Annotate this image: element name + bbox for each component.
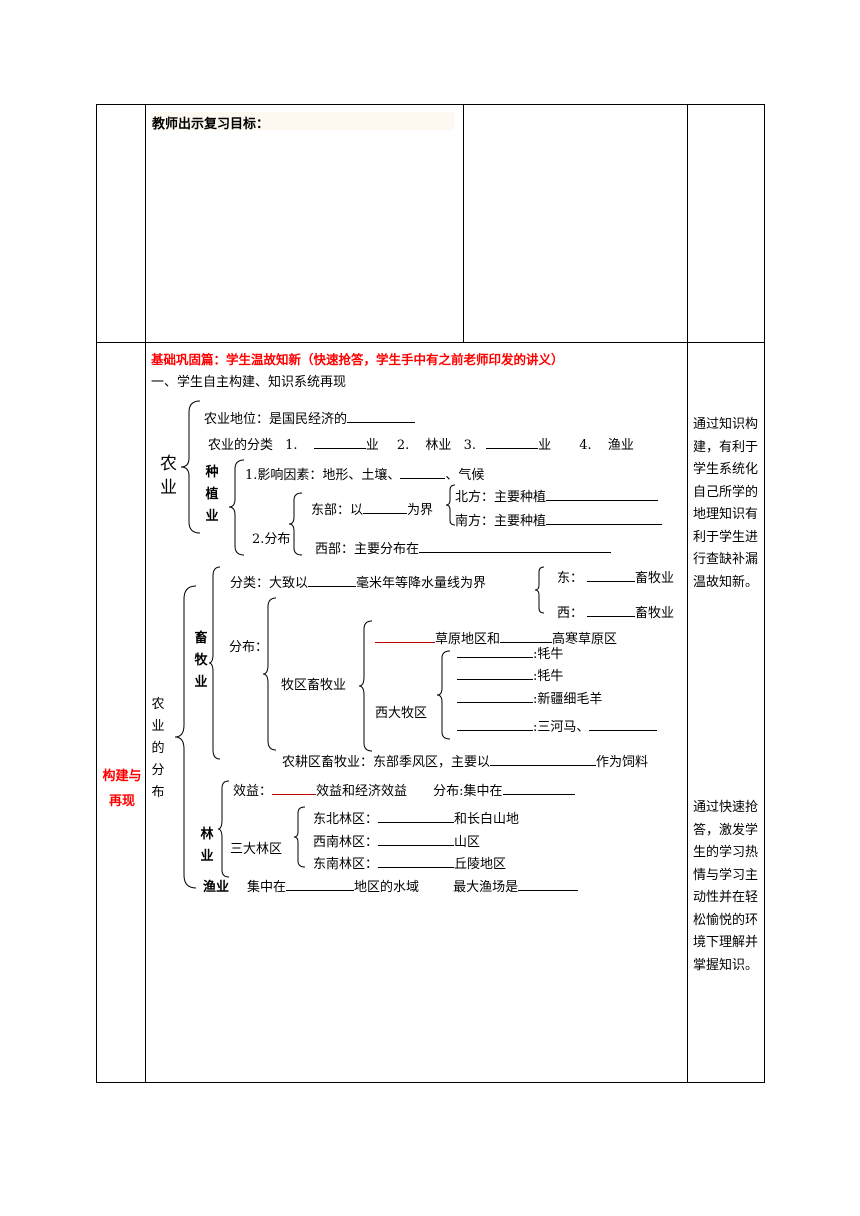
forest-se: 东南林区：丘陵地区 <box>313 855 507 872</box>
brace-plant <box>228 459 245 556</box>
table-border-right <box>764 104 765 1083</box>
agri-types: 农业的分类 1. 业 2. 林业 3. 业 4. 渔业 <box>208 436 634 453</box>
blank <box>587 569 636 582</box>
blank <box>457 667 533 680</box>
section-label: 构建与再现 <box>102 769 142 809</box>
brace-agri <box>180 400 201 534</box>
brace-forest <box>217 780 230 878</box>
blank <box>587 604 636 617</box>
blank <box>457 645 533 658</box>
plant-dist: 2.分布 <box>252 532 291 547</box>
blank <box>546 512 663 525</box>
husbandry-classify: 分类：大致以毫米年等降水量线为界 <box>230 574 487 591</box>
west4: 西大牧区 <box>375 706 428 721</box>
blank <box>502 782 575 795</box>
blank <box>378 855 455 868</box>
brace-ew <box>534 566 545 614</box>
brace-husbandry <box>208 566 221 760</box>
note-1: 通过知识构建，有利于学生系统化自己所学的地理知识有利于学生进行查缺补漏温故知新。 <box>693 417 759 590</box>
blank <box>378 810 455 823</box>
forest-benefit: 效益：效益和经济效益 分布:集中在 <box>233 780 575 799</box>
brace-west4 <box>436 650 451 740</box>
blank <box>308 574 357 587</box>
dist-west: 西部：主要分布在 <box>315 538 612 557</box>
table-col-divider-2 <box>463 104 464 342</box>
brace-pastoral <box>358 620 373 752</box>
blank <box>400 466 446 479</box>
blank <box>457 690 533 703</box>
region-horse: :三河马、 <box>457 716 658 735</box>
forest-label: 林业 <box>200 827 214 864</box>
fish-text: 集中在地区的水域 最大渔场是 <box>247 876 579 895</box>
brace-ns <box>445 484 456 526</box>
blank <box>486 436 539 449</box>
brace-dist <box>288 492 303 556</box>
blank <box>518 878 579 891</box>
forest-ne: 东北林区：和长白山地 <box>313 810 520 827</box>
table-border-left <box>96 104 97 1083</box>
blank <box>500 630 553 643</box>
brace-pasture <box>262 597 277 751</box>
plant-factors: 1.影响因素：地形、土壤、、气候 <box>245 466 485 483</box>
note-2: 通过快速抢答，激发学生的学习热情与学习主动性并在轻松愉悦的环境下理解并掌握知识。 <box>693 800 759 973</box>
fish-label: 渔业 <box>203 880 230 895</box>
blank <box>378 833 455 846</box>
dist-east: 东部：以为界 <box>311 501 434 518</box>
south-crop: 南方：主要种植 <box>455 510 663 529</box>
plant-label: 种植业 <box>205 465 219 524</box>
dist-root: 农业的分布 <box>151 697 165 800</box>
section-heading: 基础巩固篇：学生温故知新（快速抢答，学生手中有之前老师印发的讲义） <box>151 352 564 367</box>
table-border-top <box>96 104 765 105</box>
table-col-divider-3 <box>687 104 688 1083</box>
blank <box>286 878 355 891</box>
husbandry-distribution: 分布： <box>229 640 269 655</box>
husbandry-west: 西：畜牧业 <box>557 604 675 621</box>
brace-dist-root <box>174 585 197 889</box>
blank <box>272 782 317 795</box>
husbandry-east: 东：畜牧业 <box>557 569 675 586</box>
table-border-bottom <box>96 1082 765 1083</box>
highlight-bar <box>150 112 454 130</box>
region-yak2: :牦牛 <box>457 665 563 684</box>
region-yak1: :牦牛 <box>457 643 563 662</box>
section-subheading: 一、学生自主构建、知识系统再现 <box>151 375 347 390</box>
brace-three <box>293 806 306 868</box>
blank <box>490 753 597 766</box>
table-col-divider-1 <box>145 104 146 1083</box>
three-forests: 三大林区 <box>230 842 283 857</box>
farm-husbandry: 农耕区畜牧业：东部季风区，主要以作为饲料 <box>282 753 649 770</box>
forest-sw: 西南林区：山区 <box>313 833 481 850</box>
region-sheep: :新疆细毛羊 <box>457 688 602 707</box>
agri-root: 农业 <box>160 454 177 498</box>
blank <box>363 501 408 514</box>
blank <box>347 410 416 423</box>
agri-status: 农业地位：是国民经济的 <box>204 408 416 427</box>
blank <box>419 540 612 553</box>
north-crop: 北方：主要种植 <box>455 486 659 505</box>
table-border-mid <box>96 342 765 343</box>
teacher-objective-title: 教师出示复习目标： <box>152 117 270 132</box>
blank <box>313 436 366 449</box>
blank <box>375 630 435 643</box>
pastoral-grass: 草原地区和高寒草原区 <box>375 628 617 647</box>
pastoral: 牧区畜牧业 <box>281 678 347 693</box>
blank <box>457 718 533 731</box>
blank <box>589 718 658 731</box>
husbandry-label: 畜牧业 <box>194 631 208 690</box>
blank <box>546 488 659 501</box>
